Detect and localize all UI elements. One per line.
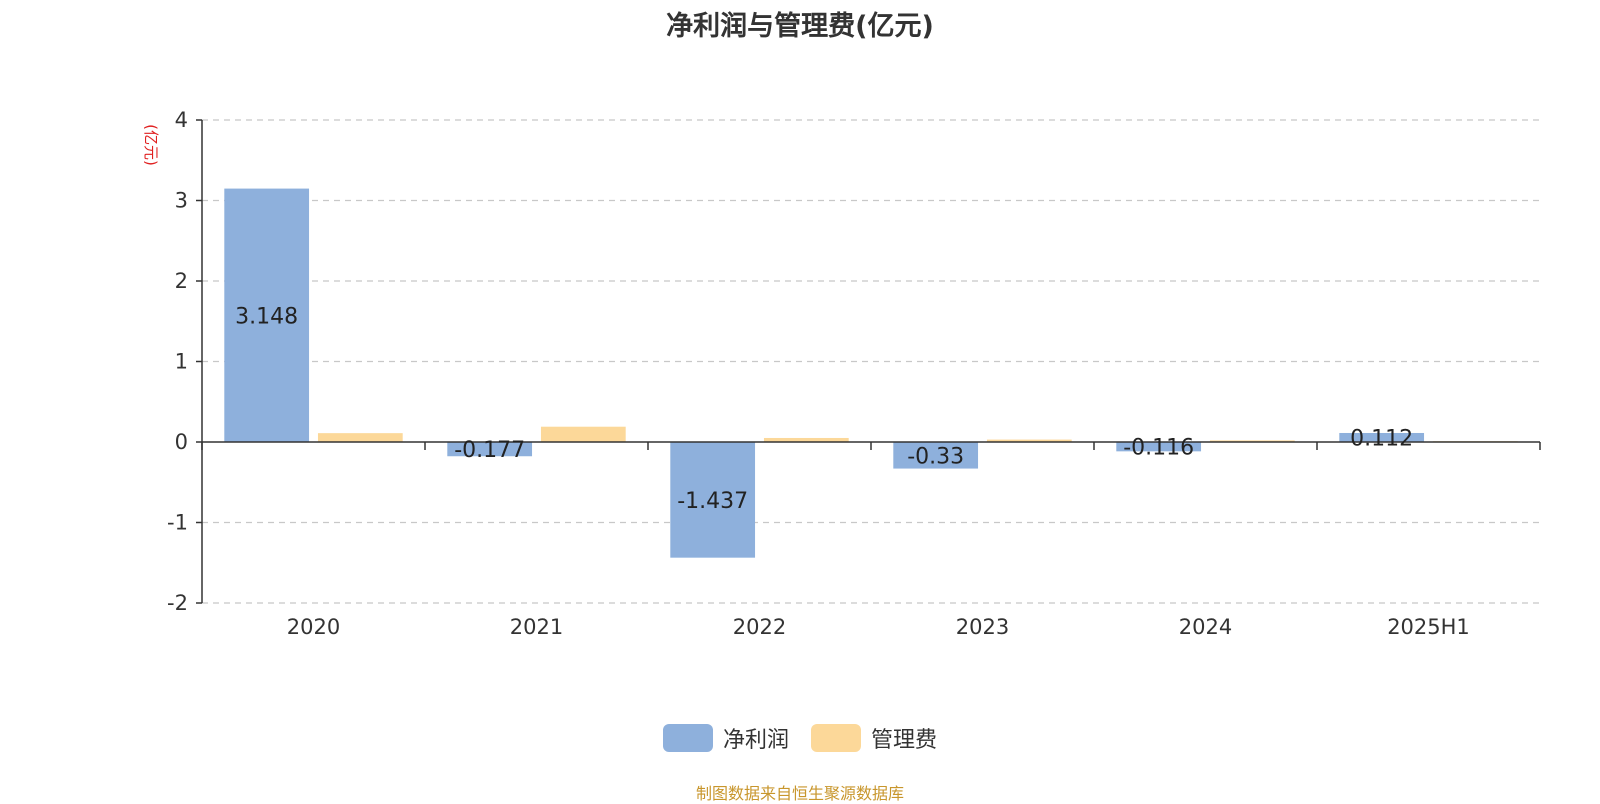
bar-net-profit	[670, 442, 756, 558]
data-label: 0.112	[1350, 426, 1413, 451]
legend: 净利润 管理费	[0, 722, 1600, 754]
bar-admin-expense	[986, 439, 1072, 442]
chart-title: 净利润与管理费(亿元)	[666, 11, 934, 42]
y-tick-label: 2	[175, 269, 188, 293]
y-tick-label: -2	[167, 591, 188, 615]
data-labels: 3.148 -0.177 -1.437 -0.33 -0.116 0.112	[235, 304, 1413, 514]
y-axis-unit-label: (亿元)	[142, 124, 160, 166]
axes: 4 3 2 1 0 -1 -2 2020 2021 2022 2023 2024 2025H1	[167, 108, 1541, 639]
x-tick-label: 2025H1	[1387, 615, 1470, 639]
data-label: 3.148	[235, 304, 298, 329]
legend-label-admin-expense: 管理费	[871, 728, 938, 753]
data-label: -0.177	[454, 438, 525, 463]
data-label: -0.116	[1123, 436, 1194, 461]
grid-lines	[202, 119, 1540, 604]
bar-net-profit	[1339, 432, 1425, 442]
data-label: -1.437	[677, 489, 748, 514]
y-tick-label: 0	[175, 430, 188, 454]
legend-label-net-profit: 净利润	[722, 728, 789, 753]
x-tick-label: 2024	[1179, 615, 1232, 639]
x-tick-label: 2020	[287, 615, 340, 639]
data-label: -0.33	[907, 444, 964, 469]
y-tick-label: 3	[175, 189, 188, 213]
x-tick-label: 2023	[956, 615, 1009, 639]
legend-swatch-admin-expense	[811, 724, 861, 752]
bar-admin-expense	[1209, 440, 1295, 442]
y-tick-label: -1	[167, 511, 188, 535]
bar-net-profit	[1116, 442, 1202, 452]
legend-item-admin-expense[interactable]: 管理费	[811, 722, 937, 754]
y-tick-label: 1	[175, 350, 188, 374]
legend-item-net-profit[interactable]: 净利润	[662, 722, 789, 754]
bar-admin-expense	[540, 426, 626, 442]
legend-swatch-net-profit	[662, 724, 713, 752]
bar-net-profit	[224, 188, 310, 442]
bar-admin-expense	[763, 437, 849, 442]
y-tick-label: 4	[175, 108, 188, 132]
bar-admin-expense	[317, 433, 403, 442]
x-tick-label: 2021	[510, 615, 563, 639]
bar-net-profit	[447, 442, 533, 457]
bars	[224, 188, 1518, 558]
source-note: 制图数据来自恒生聚源数据库	[695, 784, 904, 803]
x-tick-label: 2022	[733, 615, 786, 639]
bar-net-profit	[893, 442, 979, 469]
